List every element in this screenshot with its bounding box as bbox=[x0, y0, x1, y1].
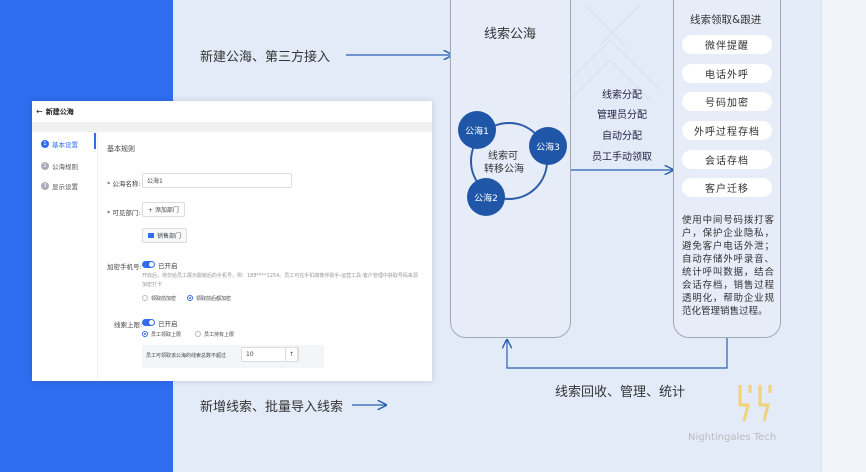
pool-node-3: 公海3 bbox=[529, 127, 567, 165]
follow-up-panel bbox=[673, 0, 781, 338]
pool-name-label: * 公海名称: bbox=[107, 180, 141, 188]
caption-recycle: 线索回收、管理、统计 bbox=[555, 385, 686, 400]
sidebar-item-basic[interactable]: 1 基本设置 bbox=[41, 139, 78, 149]
method-auto-assign: 自动分配 bbox=[602, 131, 642, 142]
limit-label: 线索上限: bbox=[114, 321, 143, 329]
encrypt-label: 加密手机号: bbox=[107, 263, 142, 271]
encrypt-option-before: 领取前加密 bbox=[151, 296, 177, 302]
logo-text: Nightingales Tech bbox=[688, 432, 777, 443]
stepper-up-icon[interactable]: ↑ bbox=[285, 347, 299, 362]
pool-node-1: 公海1 bbox=[458, 111, 496, 149]
lead-pool-title: 线索公海 bbox=[484, 27, 537, 42]
limit-option-claim: 员工领取上限 bbox=[151, 332, 182, 338]
method-admin-assign: 管理员分配 bbox=[597, 110, 647, 121]
sidebar-item-display[interactable]: 3 显示设置 bbox=[41, 181, 78, 191]
sidebar-item-rules[interactable]: 2 公海规则 bbox=[41, 161, 78, 171]
radio-limit-hold[interactable] bbox=[195, 331, 201, 337]
radio-limit-claim[interactable] bbox=[142, 331, 148, 337]
quote-logo-icon bbox=[738, 385, 772, 422]
section-title: 基本规则 bbox=[107, 145, 135, 153]
screenshot-header: ← 新建公海 bbox=[32, 101, 432, 123]
encrypt-toggle[interactable] bbox=[142, 261, 155, 268]
follow-up-description: 使用中间号码拨打客户，保护企业隐私，避免客户电话外泄；自动存储外呼录音、统计呼叫… bbox=[682, 215, 774, 317]
feature-pill-encrypt: 号码加密 bbox=[682, 92, 772, 111]
cycle-label-line2: 转移公海 bbox=[484, 164, 524, 175]
limit-option-hold: 员工持有上限 bbox=[204, 332, 235, 338]
encrypt-hint: 开启后，将仅给员工展示脱敏后的手机号，例：188****1254。员工可在手机端… bbox=[142, 273, 418, 279]
method-lead-assign: 线索分配 bbox=[602, 90, 642, 101]
follow-up-title: 线索领取&跟进 bbox=[690, 14, 762, 26]
add-dept-button[interactable]: + 添加部门 bbox=[142, 202, 185, 217]
folder-icon bbox=[148, 233, 154, 238]
feature-pill-reminder: 微伴提醒 bbox=[682, 35, 772, 54]
limit-value-input[interactable]: 10 bbox=[241, 347, 299, 362]
radio-encrypt-both[interactable] bbox=[187, 295, 193, 301]
limit-status: 已开启 bbox=[158, 320, 178, 328]
feature-pill-chat-archive: 会话存档 bbox=[682, 150, 772, 169]
settings-screenshot: ← 新建公海 1 基本设置 2 公海规则 3 显示设置 基本规则 * 公海名称:… bbox=[32, 101, 432, 381]
pool-node-2: 公海2 bbox=[467, 178, 505, 216]
feature-pill-call-archive: 外呼过程存档 bbox=[682, 121, 772, 140]
limit-toggle[interactable] bbox=[142, 319, 155, 326]
dept-tag[interactable]: 销售部门 bbox=[142, 228, 188, 243]
right-edge-strip bbox=[821, 0, 866, 472]
visible-dept-label: * 可见部门: bbox=[107, 209, 141, 217]
encrypt-hint-2: 加密打卡 bbox=[142, 282, 163, 288]
encrypt-option-both: 领取前后都加密 bbox=[196, 296, 232, 302]
encrypt-status: 已开启 bbox=[158, 262, 178, 270]
caption-new-pool: 新建公海、第三方接入 bbox=[200, 50, 331, 65]
feature-pill-call: 电话外呼 bbox=[682, 64, 772, 83]
radio-encrypt-before[interactable] bbox=[142, 295, 148, 301]
caption-new-leads: 新增线索、批量导入线索 bbox=[200, 400, 344, 415]
cycle-label-line1: 线索可 bbox=[488, 151, 518, 162]
screenshot-sidebar bbox=[32, 132, 98, 381]
back-arrow-icon[interactable]: ← bbox=[36, 107, 43, 116]
screenshot-title: 新建公海 bbox=[45, 107, 74, 116]
limit-text: 员工可领取该公海的线索总数不超过 bbox=[146, 353, 227, 359]
feature-pill-migration: 客户迁移 bbox=[682, 178, 772, 197]
pool-name-input[interactable]: 公海1 bbox=[142, 173, 292, 188]
method-manual-claim: 员工手动领取 bbox=[592, 152, 652, 163]
